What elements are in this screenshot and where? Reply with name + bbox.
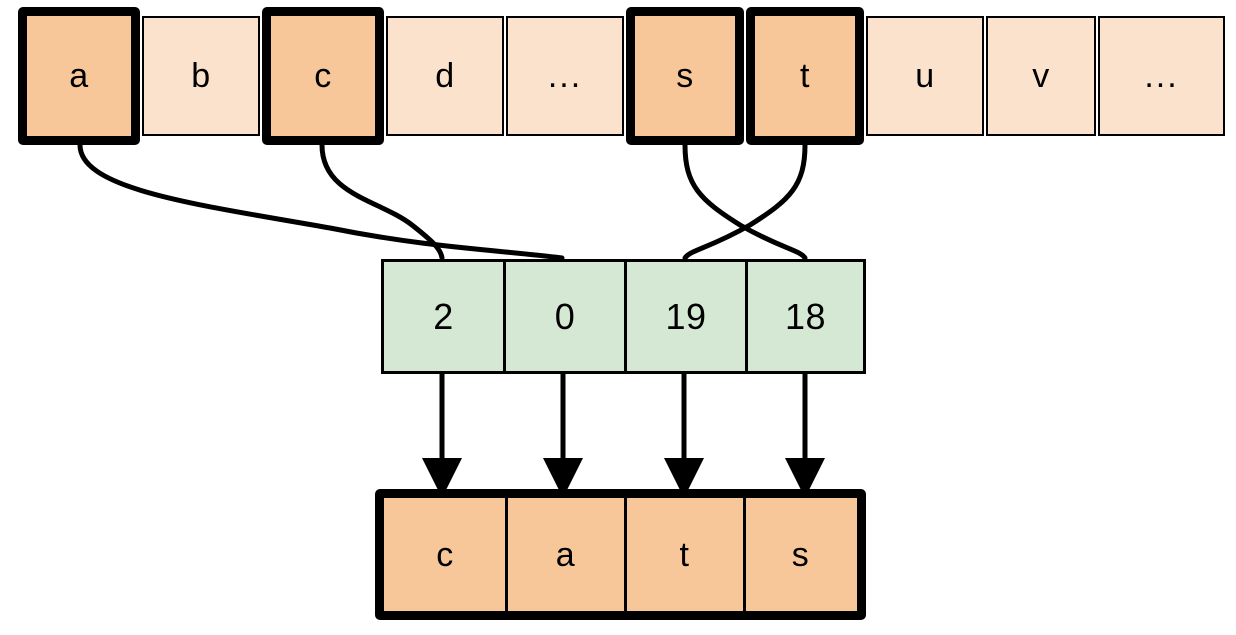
alphabet-cell-u-label: u [915, 57, 935, 95]
alphabet-ellipsis-1: ... [547, 57, 583, 95]
alphabet-cell-a-label: a [69, 57, 89, 95]
alphabet-cell-gap-1: ... [506, 16, 624, 136]
alphabet-cell-v-label: v [1032, 57, 1050, 95]
index-cell-2-value: 0 [554, 295, 576, 337]
alphabet-cell-t-label: t [800, 57, 810, 95]
result-strip-frame [375, 489, 866, 620]
alphabet-ellipsis-2: ... [1144, 57, 1179, 95]
alphabet-cell-s-label: s [676, 57, 694, 95]
index-cell-4-value: 18 [784, 295, 827, 337]
result-cell-4-label: s [791, 535, 810, 574]
curve-t-to-19 [682, 142, 808, 261]
result-cell-3-label: t [679, 535, 690, 574]
curve-s-to-18 [682, 142, 808, 261]
result-divider-1 [505, 498, 508, 611]
result-cell-3[interactable]: t [625, 489, 744, 620]
result-divider-2 [624, 498, 627, 611]
alphabet-cell-s[interactable]: s [626, 7, 744, 145]
result-divider-3 [743, 498, 746, 611]
index-cell-1[interactable]: 2 [381, 259, 503, 374]
curve-c-to-2 [319, 142, 445, 261]
result-cell-1[interactable]: c [384, 489, 506, 620]
curve-a-to-0 [77, 142, 565, 261]
alphabet-cell-d-label: d [435, 57, 455, 95]
result-cell-1-label: c [436, 535, 454, 574]
result-cell-2-label: a [555, 535, 576, 574]
index-cell-1-value: 2 [433, 295, 454, 337]
alphabet-cell-c[interactable]: c [262, 7, 384, 145]
alphabet-cell-b-label: b [191, 57, 211, 95]
alphabet-cell-gap-2: ... [1098, 16, 1225, 136]
alphabet-cell-u[interactable]: u [866, 16, 984, 136]
alphabet-cell-a[interactable]: a [18, 7, 140, 145]
alphabet-cell-t[interactable]: t [746, 7, 864, 145]
index-cell-3[interactable]: 19 [624, 259, 745, 374]
alphabet-cell-d[interactable]: d [386, 16, 504, 136]
alphabet-cell-b[interactable]: b [142, 16, 260, 136]
alphabet-cell-c-label: c [314, 57, 332, 95]
index-cell-2[interactable]: 0 [503, 259, 624, 374]
result-cell-2[interactable]: a [506, 489, 625, 620]
result-cell-4[interactable]: s [744, 489, 857, 620]
index-cell-4[interactable]: 18 [745, 259, 866, 374]
index-cell-3-value: 19 [665, 295, 707, 337]
alphabet-cell-v[interactable]: v [986, 16, 1096, 136]
